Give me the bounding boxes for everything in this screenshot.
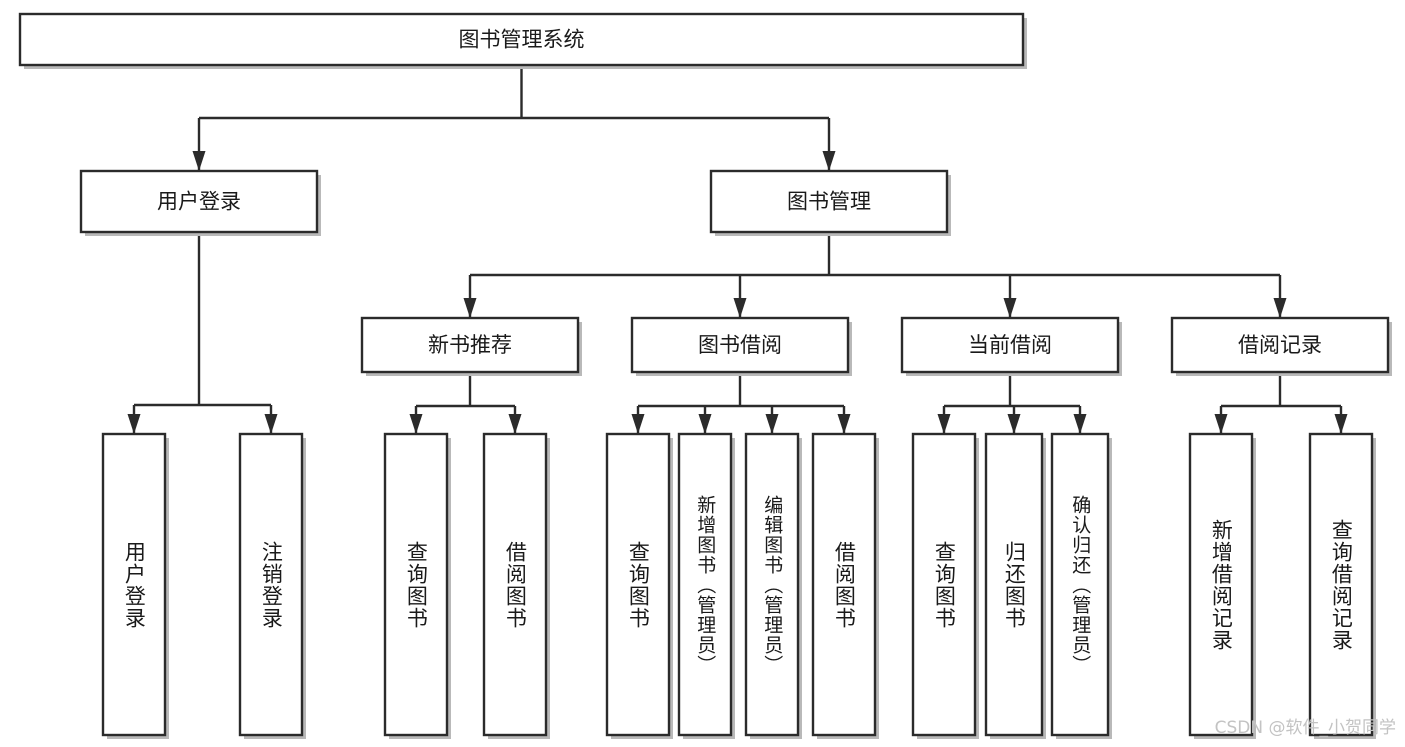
- edge-arrowhead-leaf-query-book-current: [937, 414, 951, 434]
- node-leaf-borrow-book-rec[interactable]: [482, 432, 550, 739]
- node-box-layer: [18, 12, 1392, 739]
- edge-arrowhead-book-management: [822, 151, 836, 171]
- edge-arrowhead-current-borrow: [1003, 298, 1017, 318]
- node-leaf-add-book[interactable]: [677, 432, 735, 739]
- node-root[interactable]: [18, 12, 1027, 69]
- edge-arrowhead-leaf-edit-book: [765, 414, 779, 434]
- node-leaf-query-book-borrow[interactable]: [605, 432, 673, 739]
- node-book-management[interactable]: [709, 169, 951, 236]
- node-book-borrow[interactable]: [630, 316, 852, 376]
- node-leaf-query-book-current[interactable]: [911, 432, 979, 739]
- edge-arrowhead-leaf-return-book: [1007, 414, 1021, 434]
- edge-arrowhead-leaf-logout: [264, 414, 278, 434]
- edge-arrowhead-borrow-record: [1273, 298, 1287, 318]
- edge-arrowhead-leaf-add-book: [698, 414, 712, 434]
- edge-arrowhead-leaf-query-record: [1334, 414, 1348, 434]
- watermark-label: CSDN @软件_小贺同学: [1215, 718, 1396, 738]
- node-label-new-book-recommend: 新书推荐: [428, 333, 512, 357]
- connector-layer: [127, 65, 1348, 434]
- edge-arrowhead-user-login: [192, 151, 206, 171]
- node-leaf-borrow-book[interactable]: [811, 432, 879, 739]
- edge-arrowhead-book-borrow: [733, 298, 747, 318]
- node-borrow-record[interactable]: [1170, 316, 1392, 376]
- edge-arrowhead-leaf-user-login: [127, 414, 141, 434]
- node-label-book-borrow: 图书借阅: [698, 333, 782, 357]
- node-leaf-confirm-return[interactable]: [1050, 432, 1112, 739]
- node-leaf-query-record[interactable]: [1308, 432, 1376, 739]
- node-label-current-borrow: 当前借阅: [968, 333, 1052, 357]
- node-leaf-add-record[interactable]: [1188, 432, 1256, 739]
- edge-arrowhead-leaf-query-book-rec: [409, 414, 423, 434]
- node-leaf-logout[interactable]: [238, 432, 306, 739]
- node-leaf-edit-book[interactable]: [744, 432, 802, 739]
- node-leaf-query-book-rec[interactable]: [383, 432, 451, 739]
- node-current-borrow[interactable]: [900, 316, 1122, 376]
- node-label-borrow-record: 借阅记录: [1238, 333, 1322, 357]
- edge-arrowhead-leaf-add-record: [1214, 414, 1228, 434]
- node-new-book-recommend[interactable]: [360, 316, 582, 376]
- edge-arrowhead-leaf-borrow-book: [837, 414, 851, 434]
- edge-arrowhead-leaf-confirm-return: [1073, 414, 1087, 434]
- node-label-user-login: 用户登录: [157, 190, 241, 214]
- edge-arrowhead-leaf-query-book-borrow: [631, 414, 645, 434]
- node-leaf-return-book[interactable]: [984, 432, 1046, 739]
- node-leaf-user-login[interactable]: [101, 432, 169, 739]
- node-user-login[interactable]: [79, 169, 321, 236]
- edge-arrowhead-new-book-recommend: [463, 298, 477, 318]
- node-label-root: 图书管理系统: [459, 28, 585, 52]
- edge-arrowhead-leaf-borrow-book-rec: [508, 414, 522, 434]
- node-label-book-management: 图书管理: [787, 190, 871, 214]
